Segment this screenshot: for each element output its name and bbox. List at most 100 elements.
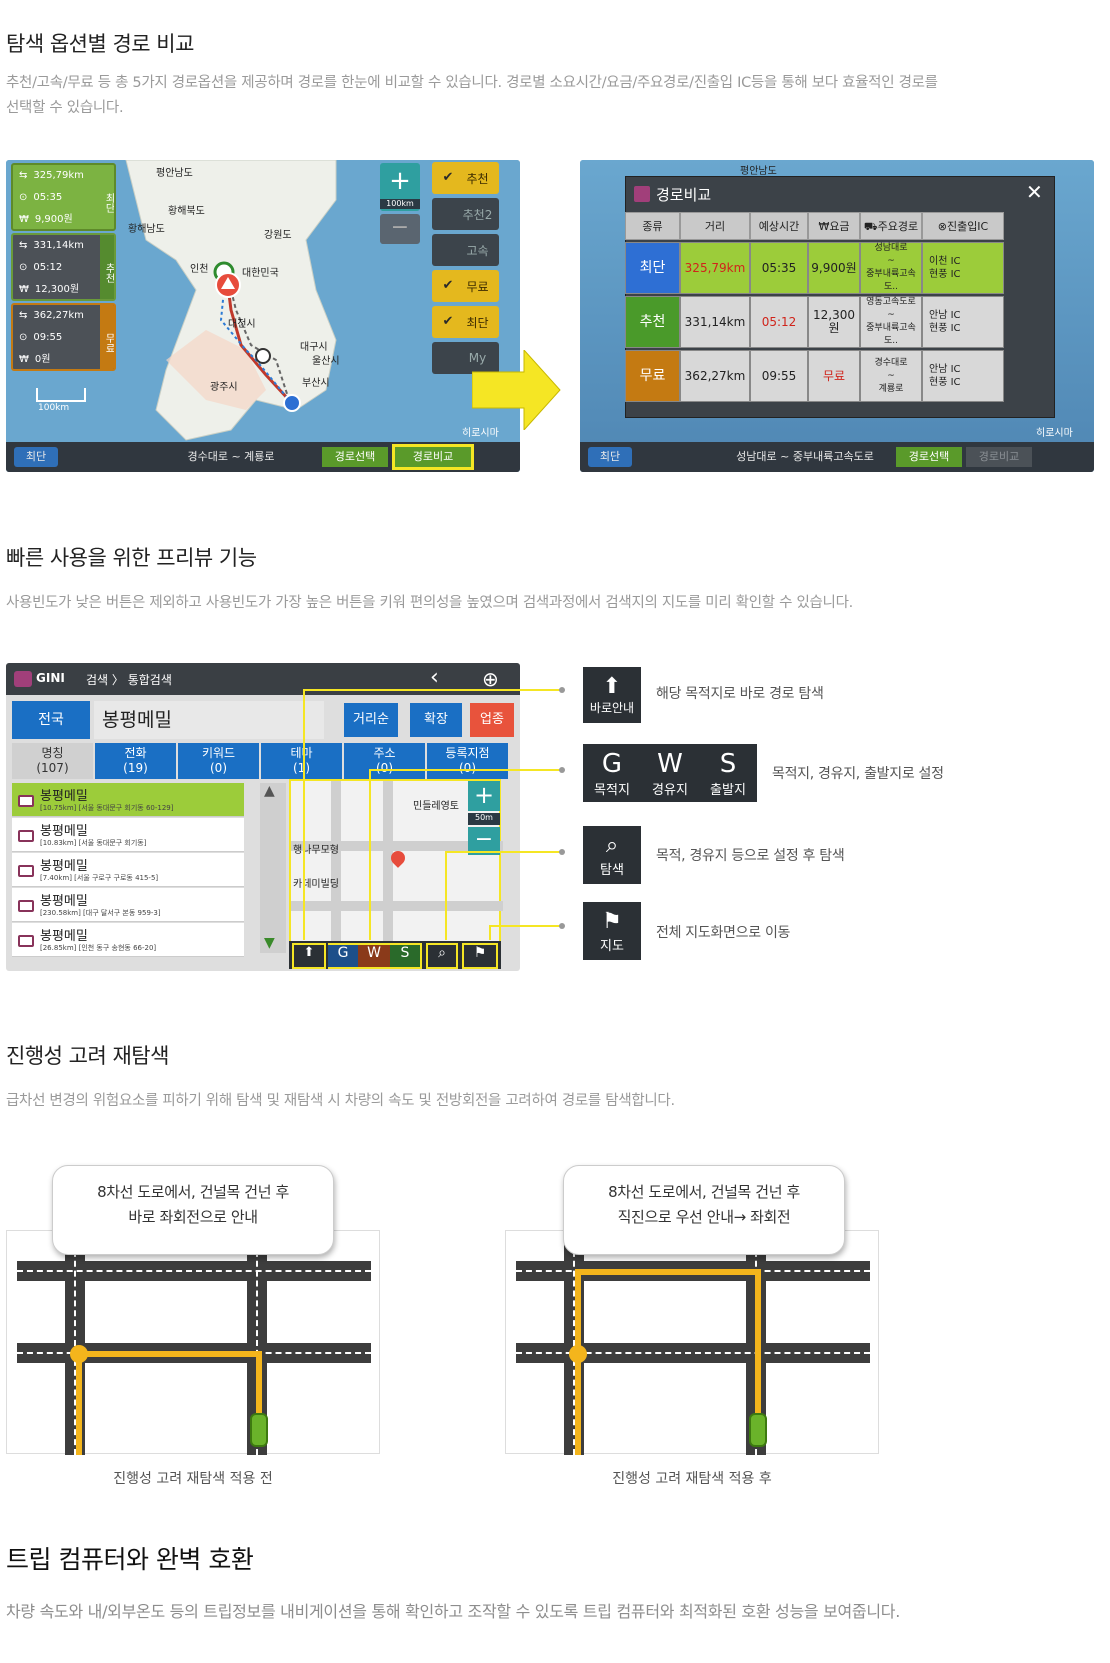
- select-route-button[interactable]: 경로선택: [322, 447, 388, 467]
- scale-bar: [36, 388, 86, 402]
- option-free[interactable]: ✔무료: [432, 270, 499, 302]
- search-tab[interactable]: 전화(19): [95, 743, 176, 779]
- sort-button[interactable]: 거리순: [344, 703, 398, 737]
- section3-title: 진행성 고려 재탐색: [6, 1044, 169, 1068]
- search-tab[interactable]: 명칭(107): [12, 743, 93, 779]
- legend-search-text: 목적, 경유지 등으로 설정 후 탐색: [656, 848, 845, 864]
- search-tab[interactable]: 테마(1): [261, 743, 342, 779]
- direct-guide-button[interactable]: ⬆: [292, 943, 326, 969]
- car-icon: [250, 1413, 268, 1447]
- section4-title: 트립 컴퓨터와 완벽 호환: [6, 1545, 254, 1574]
- route-card-free[interactable]: ⇆362,27km ⊙09:55 ₩0원 무료: [11, 303, 116, 371]
- search-tab[interactable]: 등록지점(0): [427, 743, 508, 779]
- table-header: 거리: [680, 212, 750, 240]
- breadcrumb: 검색 〉 통합검색: [86, 673, 172, 687]
- list-item[interactable]: 봉평메밀[10.83km] [서울 동대문구 회기동]: [12, 818, 244, 852]
- table-cell: 9,900원: [808, 242, 860, 294]
- map-zoom-level: 50m: [468, 813, 500, 825]
- car-icon: [749, 1413, 767, 1447]
- scroll-up-icon[interactable]: ▲: [264, 783, 275, 799]
- legend-direct-guide-text: 해당 목적지로 바로 경로 탐색: [656, 686, 824, 702]
- set-goal-button[interactable]: G: [328, 943, 358, 969]
- compare-bottom-bar: 최단 성남대로 ~ 중부내륙고속도로 경로선택 경로비교: [580, 442, 1094, 472]
- result-address: [10.83km] [서울 동대문구 회기동]: [40, 839, 147, 847]
- table-cell: 05:35: [750, 242, 808, 294]
- table-cell: 무료: [808, 350, 860, 402]
- map-label: 강원도: [264, 230, 292, 241]
- map-zoom-out-button[interactable]: −: [468, 827, 500, 855]
- list-item[interactable]: 봉평메밀[7.40km] [서울 구로구 구로동 415-5]: [12, 853, 244, 887]
- poi-icon: [18, 830, 34, 842]
- route-type-cell[interactable]: 최단: [625, 242, 680, 294]
- search-tab[interactable]: 주소(0): [344, 743, 425, 779]
- legend-search: ⌕ 탐색: [583, 826, 641, 884]
- zoom-in-button[interactable]: +100km: [380, 163, 420, 211]
- section1-title: 탐색 옵션별 경로 비교: [6, 32, 194, 56]
- map-label: 부산시: [302, 378, 330, 389]
- zoom-out-button[interactable]: −: [380, 214, 420, 244]
- globe-icon[interactable]: ⊕: [482, 667, 499, 691]
- scroll-down-icon[interactable]: ▼: [264, 935, 275, 951]
- after-speech-bubble: 8차선 도로에서, 건널목 건넌 후 직진으로 우선 안내→ 좌회전: [563, 1165, 845, 1255]
- section4-desc: 차량 속도와 내/외부온도 등의 트립정보를 내비게이션을 통해 확인하고 조작…: [6, 1602, 900, 1621]
- option-recommended[interactable]: ✔추천: [432, 162, 499, 194]
- map-label: 대전시: [228, 319, 256, 330]
- route-card-shortest[interactable]: ⇆325,79km ⊙05:35 ₩9,900원 최단: [11, 163, 116, 231]
- result-name: 봉평메밀: [40, 859, 88, 874]
- route-card-recommended[interactable]: ⇆331,14km ⊙05:12 ₩12,300원 추천: [11, 233, 116, 301]
- list-item[interactable]: 봉평메밀[230.58km] [대구 달서구 본동 959-3]: [12, 888, 244, 922]
- option-highway[interactable]: 고속: [432, 234, 499, 266]
- map-label: 인천: [190, 264, 209, 275]
- poi-label: 행나무모형: [293, 845, 339, 856]
- route-type-cell[interactable]: 무료: [625, 350, 680, 402]
- set-waypoint-button[interactable]: W: [358, 943, 390, 969]
- poi-icon: [18, 935, 34, 947]
- route-type-cell[interactable]: 추천: [625, 296, 680, 348]
- expand-button[interactable]: 확장: [410, 703, 462, 737]
- scroll-track[interactable]: [260, 783, 286, 953]
- map-label: 평안남도: [156, 168, 193, 179]
- map-label: 황해남도: [128, 224, 165, 235]
- route-summary: 성남대로 ~ 중부내륙고속도로: [736, 450, 874, 463]
- preview-map: 민들레영토 행나무모형 카데미빌딩: [289, 779, 503, 945]
- search-button[interactable]: ⌕: [426, 943, 458, 969]
- search-preview-screen: GINI 검색 〉 통합검색 ‹ ⊕ 전국 봉평메밀 거리순 확장 업종 명칭(…: [6, 663, 520, 971]
- korea-map-icon: ⚑: [602, 908, 622, 934]
- option-recommended2[interactable]: 추천2: [432, 198, 499, 230]
- compare-route-button[interactable]: 경로비교: [966, 447, 1032, 467]
- select-route-button[interactable]: 경로선택: [896, 447, 962, 467]
- table-header: 예상시간: [750, 212, 808, 240]
- legend-gws: [583, 744, 757, 802]
- search-tab[interactable]: 키워드(0): [178, 743, 259, 779]
- legend-gws-text: 목적지, 경유지, 출발지로 설정: [772, 766, 944, 782]
- compare-route-button[interactable]: 경로비교: [392, 444, 474, 470]
- region-button[interactable]: 전국: [12, 701, 90, 739]
- option-shortest[interactable]: ✔최단: [432, 306, 499, 338]
- map-label: 울산시: [312, 356, 340, 367]
- close-icon[interactable]: ✕: [1026, 180, 1043, 204]
- category-button[interactable]: 업종: [470, 703, 514, 737]
- table-cell: 331,14km: [680, 296, 750, 348]
- after-diagram: [505, 1230, 879, 1455]
- map-label: 황해북도: [168, 206, 205, 217]
- set-start-button[interactable]: S: [390, 943, 422, 969]
- option-my[interactable]: My: [432, 342, 499, 374]
- table-cell: 09:55: [750, 350, 808, 402]
- search-input[interactable]: 봉평메밀: [94, 701, 324, 739]
- map-button[interactable]: ⚑: [462, 943, 498, 969]
- result-name: 봉평메밀: [40, 894, 88, 909]
- legend-map: ⚑ 지도: [583, 902, 641, 960]
- table-header: ⊗진출입IC: [922, 212, 1004, 240]
- zoom-level: 100km: [380, 199, 420, 209]
- legend-map-text: 전체 지도화면으로 이동: [656, 925, 791, 941]
- result-name: 봉평메밀: [40, 929, 88, 944]
- table-cell: 325,79km: [680, 242, 750, 294]
- list-item[interactable]: 봉평메밀[10.75km] [서울 동대문구 회기동 60-129]: [12, 783, 244, 817]
- map-zoom-in-button[interactable]: +: [468, 781, 500, 811]
- list-item[interactable]: 봉평메밀[26.85km] [인천 동구 송현동 66-20]: [12, 923, 244, 957]
- brand-label: GINI: [36, 671, 65, 685]
- back-icon[interactable]: ‹: [430, 665, 439, 690]
